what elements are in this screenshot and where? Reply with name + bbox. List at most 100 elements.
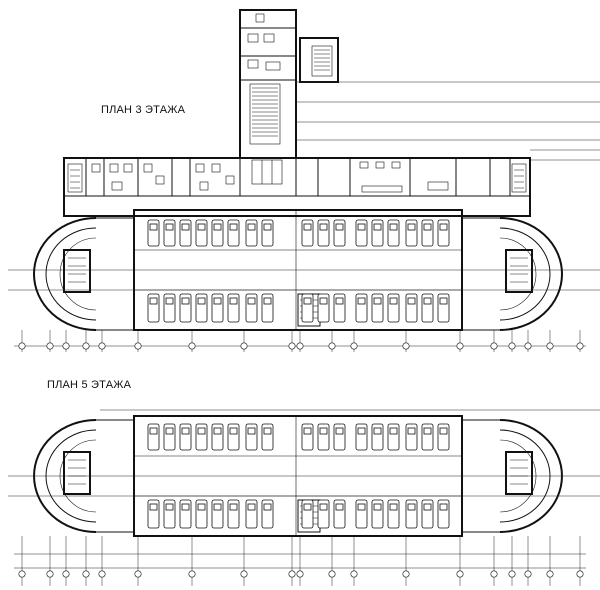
parking-car-windshield (407, 223, 416, 231)
grid-axis-bubble (82, 570, 90, 578)
parking-car-windshield (423, 297, 432, 305)
parking-row-3b (147, 293, 450, 323)
parking-car-windshield (165, 503, 174, 511)
parking-row-3a (147, 219, 450, 247)
parking-car-windshield (389, 297, 398, 305)
grid-axis-bubble (98, 570, 106, 578)
parking-car-windshield (407, 427, 416, 435)
grid-axis-bubble (240, 570, 248, 578)
parking-car-windshield (335, 223, 344, 231)
parking-car-windshield (197, 427, 206, 435)
plan-5-floor-title: ПЛАН 5 ЭТАЖА (47, 379, 132, 391)
parking-car-windshield (229, 297, 238, 305)
parking-car-windshield (423, 223, 432, 231)
parking-car-windshield (303, 223, 312, 231)
parking-car-windshield (373, 503, 382, 511)
parking-car-windshield (373, 297, 382, 305)
parking-car-windshield (303, 503, 312, 511)
parking-car-windshield (357, 503, 366, 511)
grid-axis-bubble (82, 342, 90, 350)
ramp-rotunda-right-3 (462, 217, 563, 331)
parking-car-windshield (247, 427, 256, 435)
grid-axis-bubble (546, 570, 554, 578)
parking-car-windshield (407, 297, 416, 305)
grid-axis-bubble (288, 342, 296, 350)
parking-car-windshield (357, 223, 366, 231)
parking-car-windshield (373, 223, 382, 231)
parking-car-windshield (335, 503, 344, 511)
parking-car-windshield (423, 503, 432, 511)
parking-car-windshield (165, 223, 174, 231)
grid-axis-bubble (508, 570, 516, 578)
plan-3-floor-title: ПЛАН 3 ЭТАЖА (101, 104, 186, 116)
office-wing (63, 157, 531, 217)
grid-axis-bubble (576, 342, 584, 350)
parking-car-windshield (439, 223, 448, 231)
parking-car-windshield (263, 297, 272, 305)
auditorium-seats (252, 87, 278, 137)
parking-car-windshield (303, 427, 312, 435)
plan-3-floor (8, 9, 600, 347)
grid-axis-bubble (350, 342, 358, 350)
grid-axis-bubble (350, 570, 358, 578)
parking-car-windshield (319, 427, 328, 435)
parking-car-windshield (213, 503, 222, 511)
parking-car-windshield (423, 427, 432, 435)
parking-car-windshield (389, 503, 398, 511)
parking-car-windshield (439, 427, 448, 435)
parking-car-windshield (197, 223, 206, 231)
grid-axis-bubble (490, 570, 498, 578)
grid-axis-bubble (240, 342, 248, 350)
grid-axis-bubble (402, 570, 410, 578)
parking-car-windshield (319, 503, 328, 511)
grid-axis-bubble (134, 342, 142, 350)
grid-axis-bubble (328, 570, 336, 578)
parking-car-windshield (357, 297, 366, 305)
grid-axis-bubble (288, 570, 296, 578)
parking-car-windshield (165, 297, 174, 305)
parking-car-windshield (149, 503, 158, 511)
parking-car-windshield (149, 427, 158, 435)
parking-car-windshield (303, 297, 312, 305)
parking-car-windshield (247, 503, 256, 511)
grid-axes-5 (18, 536, 584, 586)
parking-car-windshield (247, 297, 256, 305)
parking-car-windshield (197, 297, 206, 305)
grid-axis-bubble (188, 570, 196, 578)
grid-axis-bubble (490, 342, 498, 350)
parking-row-5b (147, 499, 450, 529)
parking-car-windshield (181, 427, 190, 435)
grid-axis-bubble (62, 570, 70, 578)
parking-car-windshield (213, 297, 222, 305)
parking-car-windshield (357, 427, 366, 435)
grid-axis-bubble (188, 342, 196, 350)
parking-car-windshield (263, 503, 272, 511)
grid-axes-3 (18, 330, 584, 352)
parking-car-windshield (149, 223, 158, 231)
grid-axis-bubble (402, 342, 410, 350)
grid-axis-bubble (328, 342, 336, 350)
parking-car-windshield (263, 223, 272, 231)
grid-axis-bubble (508, 342, 516, 350)
grid-axis-bubble (134, 570, 142, 578)
plan-5-floor (8, 409, 600, 569)
grid-axis-bubble (456, 570, 464, 578)
grid-axis-bubble (18, 342, 26, 350)
parking-car-windshield (149, 297, 158, 305)
grid-axis-bubble (524, 570, 532, 578)
parking-car-windshield (319, 297, 328, 305)
parking-car-windshield (373, 427, 382, 435)
grid-axis-bubble (456, 342, 464, 350)
parking-row-5a (147, 423, 450, 451)
tower-stair (299, 37, 339, 83)
parking-car-windshield (197, 503, 206, 511)
parking-car-windshield (229, 503, 238, 511)
grid-axis-bubble (296, 342, 304, 350)
parking-car-windshield (263, 427, 272, 435)
grid-axis-bubble (98, 342, 106, 350)
parking-car-windshield (439, 503, 448, 511)
grid-axis-bubble (524, 342, 532, 350)
parking-car-windshield (165, 427, 174, 435)
parking-car-windshield (181, 297, 190, 305)
